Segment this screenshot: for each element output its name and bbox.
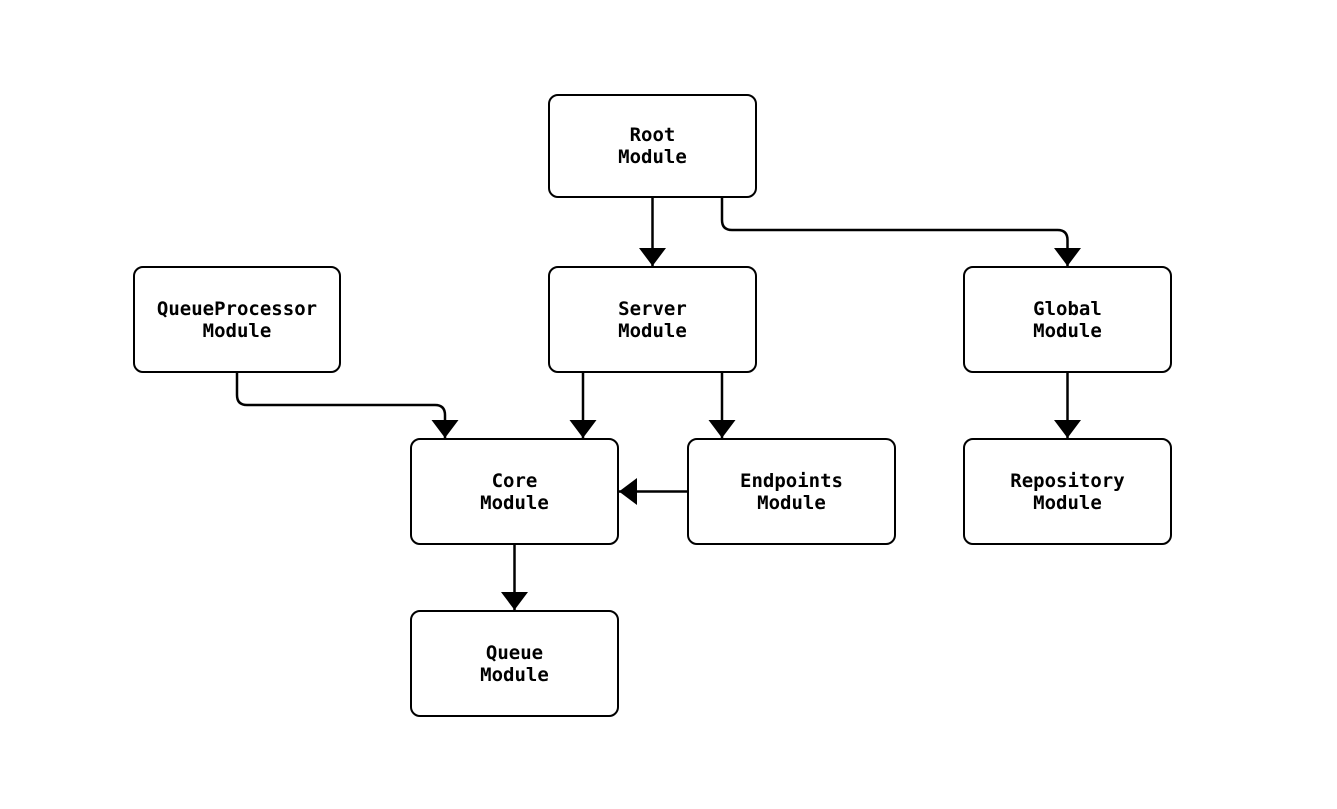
node-core-module: Core Module bbox=[410, 438, 619, 545]
node-queue-module-label: Queue Module bbox=[480, 641, 549, 686]
node-repository-module: Repository Module bbox=[963, 438, 1172, 545]
node-endpoints-module-label: Endpoints Module bbox=[740, 469, 843, 514]
edge-root-to-global bbox=[720, 198, 1081, 266]
node-queueprocessor-module-label: QueueProcessor Module bbox=[156, 297, 318, 342]
node-server-module: Server Module bbox=[548, 266, 757, 373]
node-server-module-label: Server Module bbox=[618, 297, 687, 342]
node-queue-module: Queue Module bbox=[410, 610, 619, 717]
node-queueprocessor-module: QueueProcessor Module bbox=[133, 266, 341, 373]
node-global-module-label: Global Module bbox=[1033, 297, 1102, 342]
node-root-module-label: Root Module bbox=[618, 124, 687, 168]
node-endpoints-module: Endpoints Module bbox=[687, 438, 896, 545]
node-core-module-label: Core Module bbox=[480, 469, 549, 514]
node-global-module: Global Module bbox=[963, 266, 1172, 373]
edge-queueprocessor-to-core bbox=[235, 373, 459, 438]
node-root-module: Root Module bbox=[548, 94, 757, 198]
node-repository-module-label: Repository Module bbox=[1010, 469, 1125, 514]
